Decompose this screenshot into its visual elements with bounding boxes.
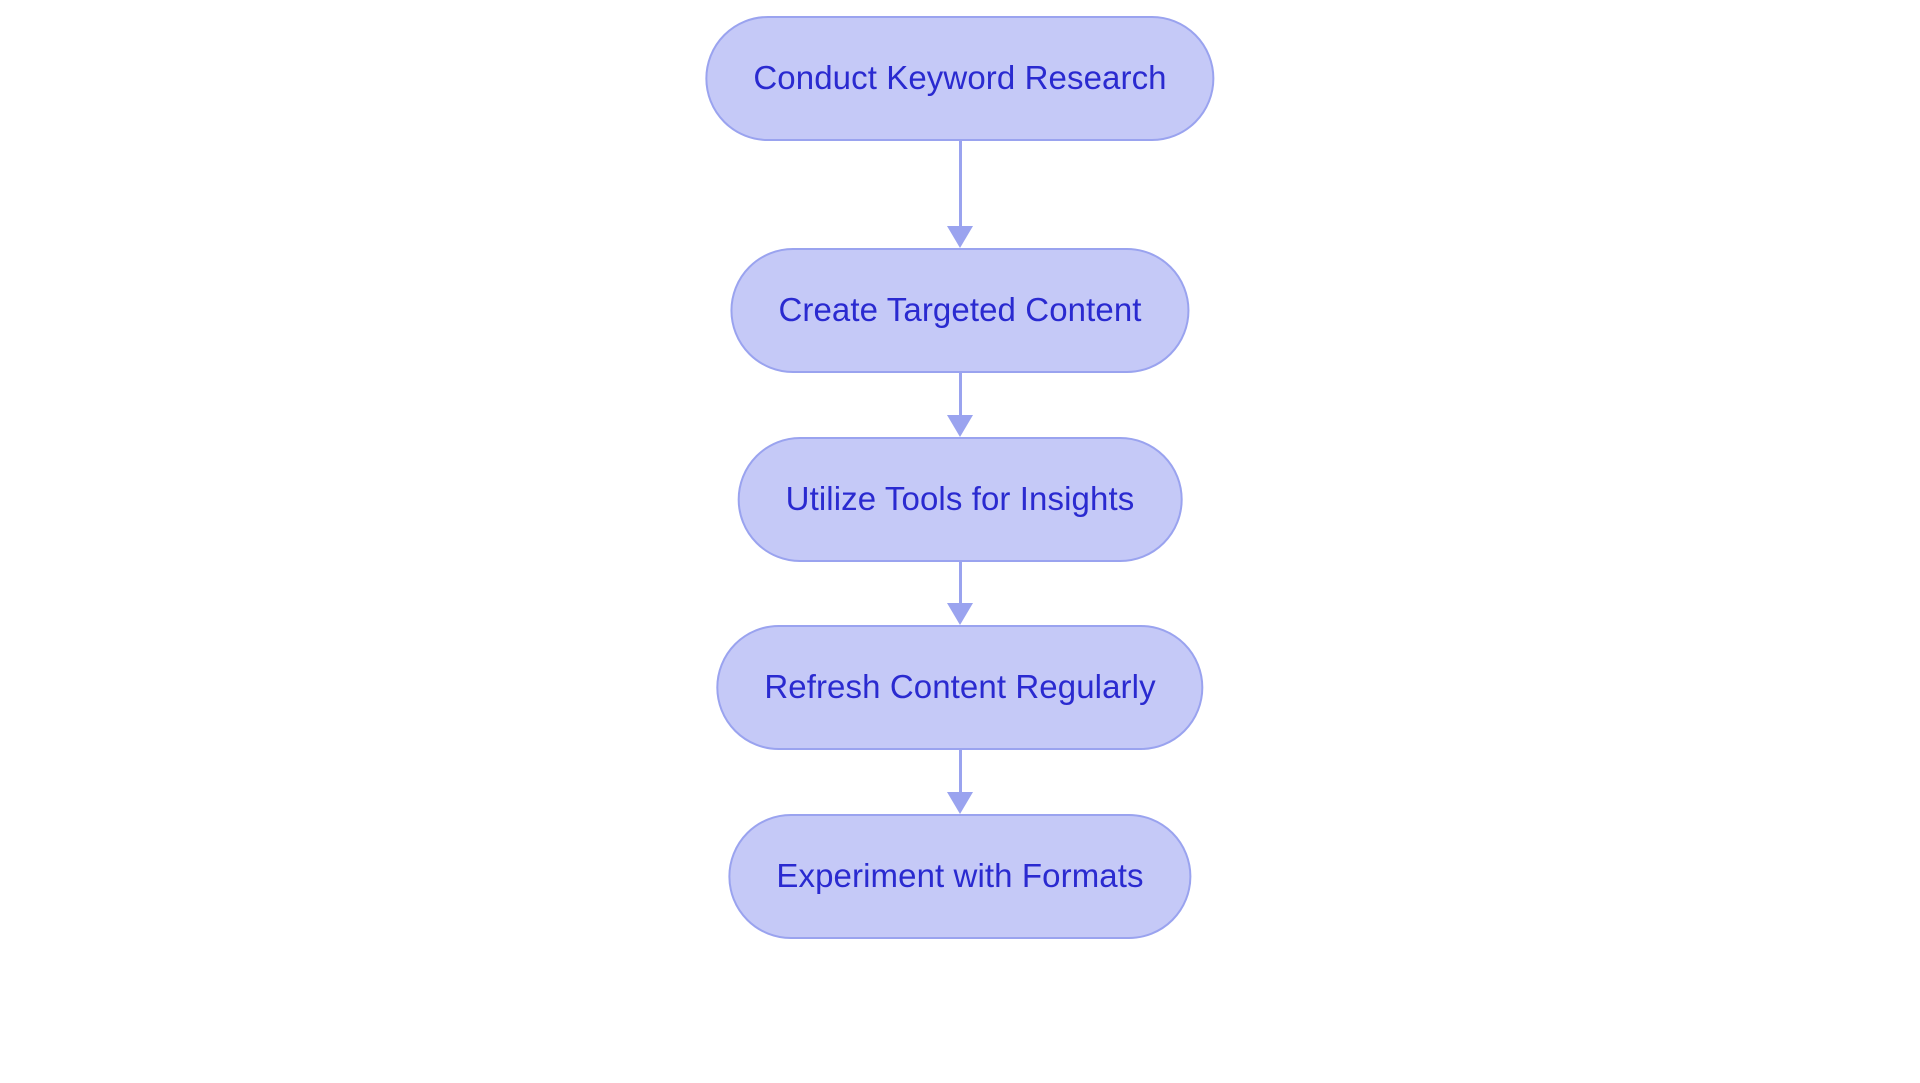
flow-node-experiment-with-formats[interactable]: Experiment with Formats	[728, 814, 1192, 939]
connector-line	[958, 141, 962, 226]
flow-node-utilize-tools-for-insights[interactable]: Utilize Tools for Insights	[737, 437, 1183, 562]
flow-connector-n3-n4	[947, 562, 973, 625]
flow-node-label: Refresh Content Regularly	[764, 668, 1156, 706]
down-arrow-icon	[947, 226, 973, 248]
flow-node-refresh-content-regularly[interactable]: Refresh Content Regularly	[716, 625, 1204, 750]
down-arrow-icon	[947, 415, 973, 437]
connector-line	[958, 562, 962, 603]
flow-node-label: Experiment with Formats	[776, 857, 1144, 895]
flow-node-create-targeted-content[interactable]: Create Targeted Content	[730, 248, 1190, 373]
connector-line	[958, 373, 962, 415]
flow-connector-n4-n5	[947, 750, 973, 814]
flow-connector-n2-n3	[947, 373, 973, 437]
connector-line	[958, 750, 962, 792]
down-arrow-icon	[947, 792, 973, 814]
flow-node-label: Conduct Keyword Research	[753, 59, 1167, 97]
down-arrow-icon	[947, 603, 973, 625]
flow-connector-n1-n2	[947, 141, 973, 248]
flow-node-label: Utilize Tools for Insights	[785, 480, 1135, 518]
flow-node-label: Create Targeted Content	[778, 291, 1142, 329]
flow-node-conduct-keyword-research[interactable]: Conduct Keyword Research	[705, 16, 1215, 141]
